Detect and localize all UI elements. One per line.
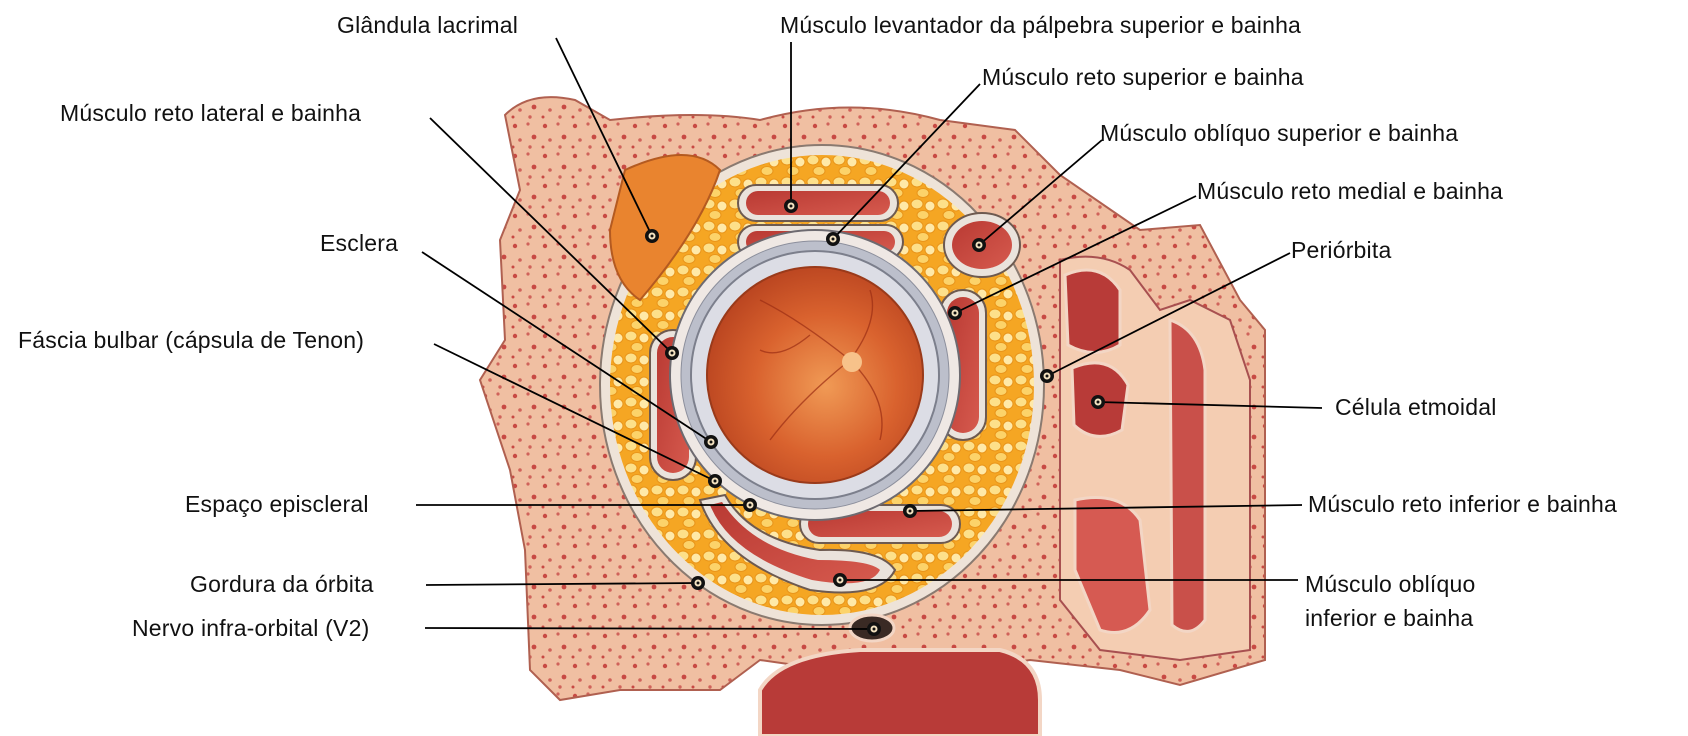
label-inferior-rectus: Músculo reto inferior e bainha xyxy=(1308,491,1617,518)
label-medial-rectus: Músculo reto medial e bainha xyxy=(1197,178,1503,205)
dot-periorbita xyxy=(1040,369,1054,383)
maxillary-sinus xyxy=(760,650,1040,736)
dot-sclera xyxy=(704,435,718,449)
dot-episcleral-space xyxy=(743,498,757,512)
label-superior-oblique: Músculo oblíquo superior e bainha xyxy=(1100,120,1458,147)
dot-superior-rectus xyxy=(826,232,840,246)
dot-inferior-rectus xyxy=(903,504,917,518)
label-infraorbital-nerve: Nervo infra-orbital (V2) xyxy=(132,615,369,642)
label-orbital-fat: Gordura da órbita xyxy=(190,571,374,598)
label-levator: Músculo levantador da pálpebra superior … xyxy=(780,12,1301,39)
dot-orbital-fat xyxy=(691,576,705,590)
levator-muscle xyxy=(738,185,898,221)
dot-ethmoidal-cell xyxy=(1091,395,1105,409)
leader-infraorbital-nerve xyxy=(425,628,874,629)
optic-disc xyxy=(842,352,862,372)
dot-bulbar-fascia xyxy=(708,474,722,488)
dot-medial-rectus xyxy=(948,306,962,320)
dot-infraorbital-nerve xyxy=(867,622,881,636)
label-inferior-oblique-line1: Músculo oblíquo xyxy=(1305,571,1476,598)
label-inferior-oblique-line2: inferior e bainha xyxy=(1305,605,1473,632)
label-bulbar-fascia: Fáscia bulbar (cápsula de Tenon) xyxy=(18,327,364,354)
label-sclera: Esclera xyxy=(320,230,398,257)
label-lacrimal-gland: Glândula lacrimal xyxy=(337,12,518,39)
label-episcleral-space: Espaço episcleral xyxy=(185,491,369,518)
nasal-cavity-wall xyxy=(1170,320,1205,631)
dot-inferior-oblique xyxy=(833,573,847,587)
dot-levator xyxy=(784,199,798,213)
label-superior-rectus: Músculo reto superior e bainha xyxy=(982,64,1304,91)
label-lateral-rectus: Músculo reto lateral e bainha xyxy=(60,100,361,127)
dot-superior-oblique xyxy=(972,238,986,252)
ethmoid-cell-upper xyxy=(1065,270,1120,353)
dot-lateral-rectus xyxy=(665,346,679,360)
label-ethmoidal-cell: Célula etmoidal xyxy=(1335,394,1497,421)
label-periorbita: Periórbita xyxy=(1291,237,1391,264)
eyeball-interior xyxy=(707,267,923,483)
dot-lacrimal-gland xyxy=(645,229,659,243)
